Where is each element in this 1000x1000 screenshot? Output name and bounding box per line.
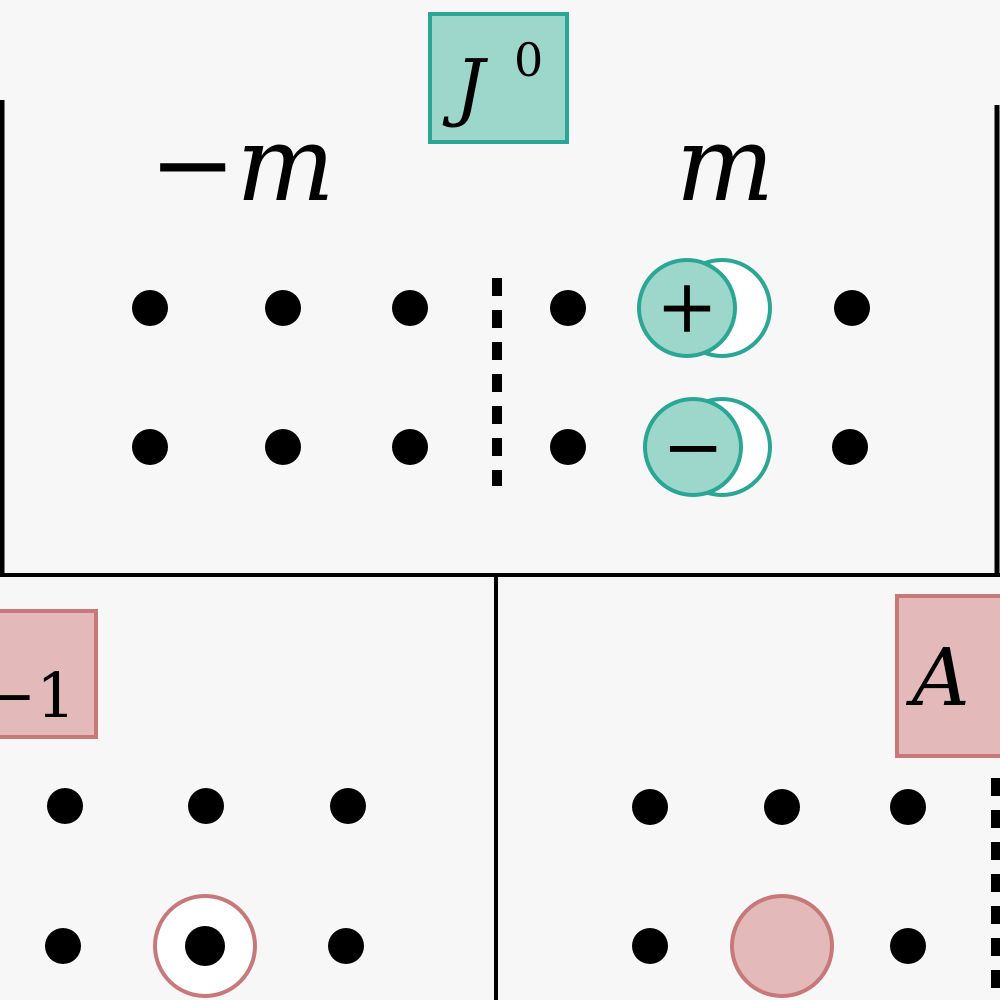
dot bbox=[47, 788, 83, 824]
dot bbox=[764, 789, 800, 825]
column-label-m: m bbox=[676, 103, 775, 225]
plus-particle: + bbox=[637, 258, 772, 358]
operator-superscript: 0 bbox=[514, 33, 543, 87]
minus-sign: − bbox=[662, 404, 724, 490]
panel-borders bbox=[0, 100, 1000, 1000]
dot bbox=[132, 429, 168, 465]
operator-label-left: −1 bbox=[0, 659, 76, 732]
hole-marker bbox=[153, 894, 257, 998]
dot bbox=[392, 429, 428, 465]
bottom-left-panel: −1 bbox=[0, 609, 366, 998]
dot bbox=[832, 429, 868, 465]
dot bbox=[328, 928, 364, 964]
dot bbox=[265, 290, 301, 326]
dot bbox=[265, 429, 301, 465]
top-panel-dots bbox=[132, 290, 870, 465]
dot bbox=[834, 290, 870, 326]
dot bbox=[632, 789, 668, 825]
dot bbox=[45, 928, 81, 964]
dot bbox=[330, 788, 366, 824]
plus-sign: + bbox=[656, 264, 718, 350]
top-panel: J 0 −m m + − bbox=[132, 12, 870, 497]
dot bbox=[392, 290, 428, 326]
dot bbox=[550, 429, 586, 465]
dot bbox=[890, 928, 926, 964]
dot bbox=[185, 926, 225, 966]
dot bbox=[188, 788, 224, 824]
operator-box-j0: J 0 bbox=[428, 12, 569, 144]
column-label-minus-m: −m bbox=[149, 103, 335, 225]
bottom-right-panel: A bbox=[632, 594, 1000, 1000]
operator-box-right bbox=[895, 594, 1000, 758]
dot bbox=[132, 290, 168, 326]
dot bbox=[632, 928, 668, 964]
operator-box-left bbox=[0, 609, 98, 739]
dot bbox=[890, 789, 926, 825]
filled-particle bbox=[730, 894, 834, 998]
minus-particle: − bbox=[643, 397, 772, 497]
particle-disc bbox=[637, 258, 737, 358]
operator-label-right: A bbox=[905, 631, 970, 724]
dot bbox=[550, 290, 586, 326]
operator-box bbox=[428, 12, 569, 144]
particle-disc bbox=[643, 397, 743, 497]
